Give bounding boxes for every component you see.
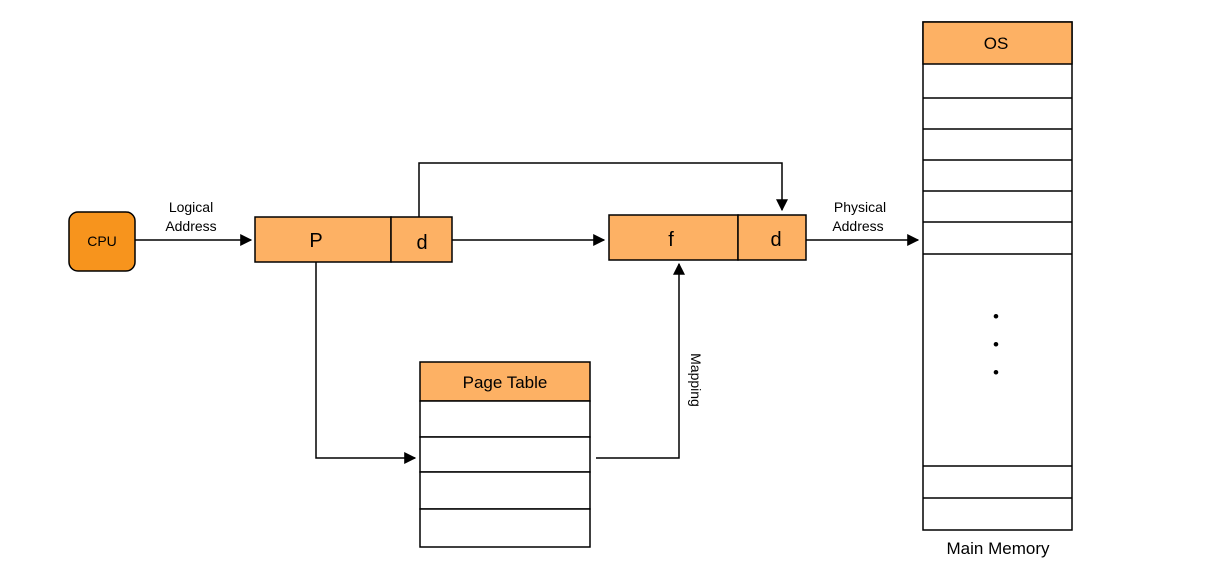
page-table-row [419, 400, 591, 438]
physical-address-box: f d [608, 214, 807, 261]
frame-number-cell [608, 214, 739, 261]
main-memory-caption: Main Memory [947, 539, 1050, 558]
physical-address-label-line1: Physical [834, 199, 886, 215]
logical-address-label-line2: Address [165, 218, 216, 234]
os-block [922, 21, 1073, 65]
offset-copy-arrow [418, 162, 788, 217]
page-to-table-arrow [315, 262, 417, 464]
page-table-row [419, 508, 591, 548]
os-label: OS [984, 34, 1009, 53]
page-table: Page Table [419, 361, 591, 548]
cpu-box: CPU [68, 211, 136, 272]
page-table-row [419, 436, 591, 473]
physical-offset-label: d [770, 229, 781, 251]
memory-ellipsis-dot: • [993, 307, 999, 326]
logical-offset-label: d [416, 232, 427, 254]
table-to-frame-arrow [596, 262, 685, 459]
page-table-title: Page Table [463, 373, 548, 392]
physical-offset-cell [737, 214, 807, 261]
cpu-label: CPU [87, 233, 117, 249]
mapping-label: Mapping [688, 353, 704, 407]
page-table-row [419, 471, 591, 510]
main-memory-frame [922, 21, 1073, 531]
memory-ellipsis-dot: • [993, 363, 999, 382]
page-number-label: P [309, 230, 322, 252]
memory-ellipsis-dot: • [993, 335, 999, 354]
main-memory: OS • • • [922, 21, 1073, 531]
logical-address-label-line1: Logical [169, 199, 213, 215]
logical-address-box: P d [254, 216, 453, 263]
physical-address-label-line2: Address [832, 218, 883, 234]
logical-offset-cell [390, 216, 453, 263]
page-number-cell [254, 216, 392, 263]
frame-number-label: f [668, 229, 674, 251]
